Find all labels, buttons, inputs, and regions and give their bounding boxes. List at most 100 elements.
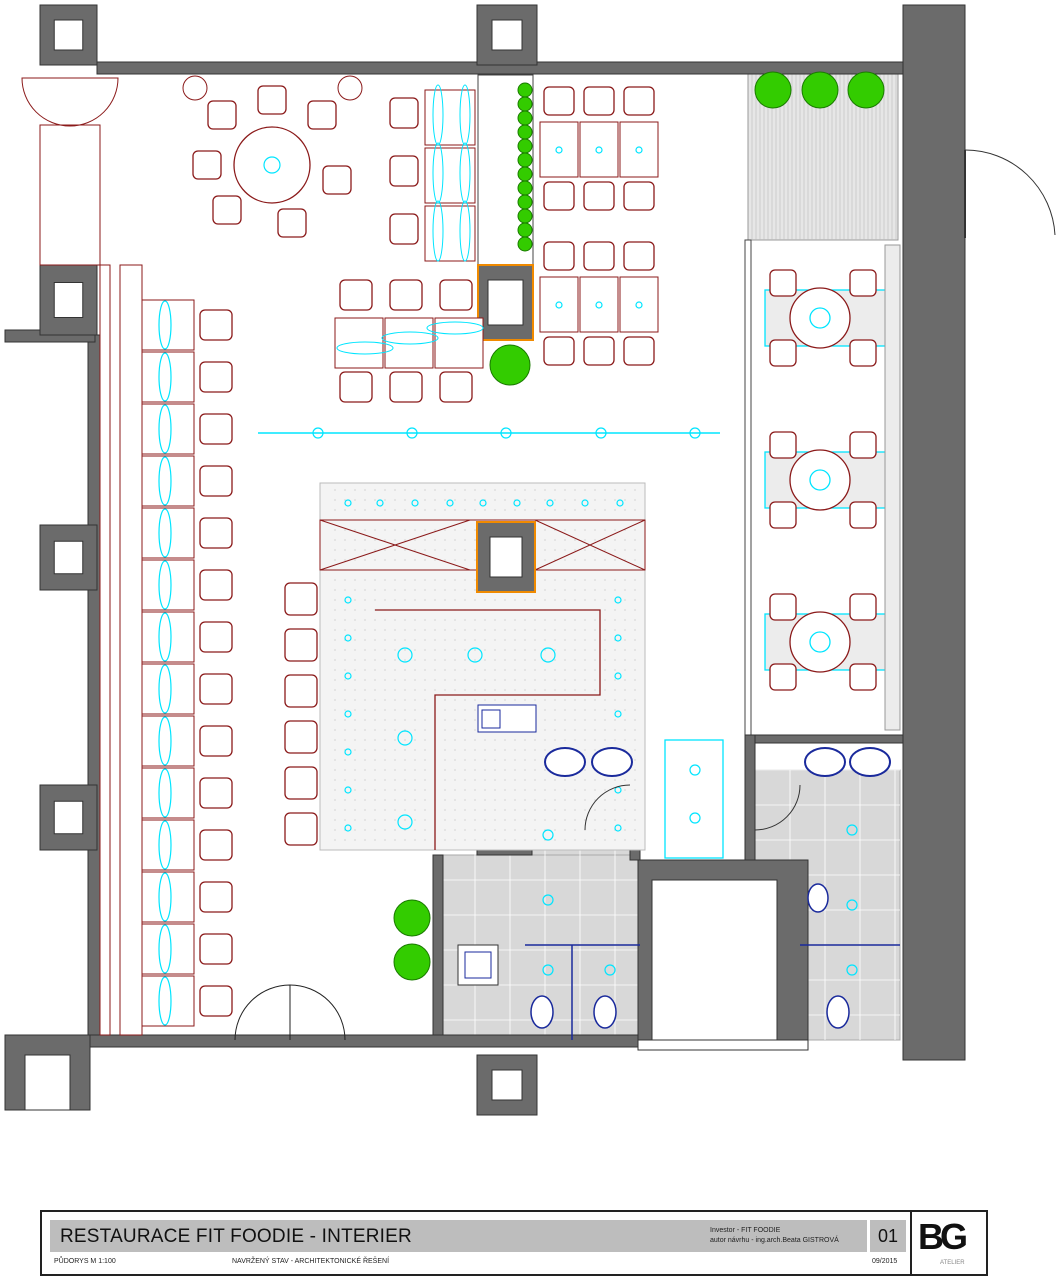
column-core [487,279,524,326]
investor-info: Investor - FIT FOODIE autor návrhu - ing… [710,1226,839,1246]
floor-texture [564,729,566,731]
floor-texture [524,679,526,681]
floor-texture [494,779,496,781]
floor-texture [354,589,356,591]
floor-texture [354,829,356,831]
floor-texture [364,839,366,841]
floor-texture [634,829,636,831]
floor-texture [344,609,346,611]
floor-texture [594,529,596,531]
plant-icon [801,71,839,109]
floor-texture [404,789,406,791]
floor-texture [384,809,386,811]
floor-texture [544,559,546,561]
floor-texture [424,779,426,781]
floor-texture [574,589,576,591]
floor-texture [494,489,496,491]
floor-texture [604,719,606,721]
chair [583,336,615,366]
floor-texture [514,689,516,691]
floor-texture [564,649,566,651]
banquette-seat [119,264,143,1036]
floor-texture [554,509,556,511]
floor-texture [614,799,616,801]
light-fixture [616,499,624,507]
floor-texture [614,649,616,651]
floor-texture [554,779,556,781]
floor-texture [514,509,516,511]
floor-texture [584,729,586,731]
chair [212,195,242,225]
floor-texture [584,799,586,801]
floor-texture [624,809,626,811]
floor-texture [514,679,516,681]
floor-texture [494,759,496,761]
pendant-light [336,341,394,355]
floor-texture [394,589,396,591]
floor-texture [464,499,466,501]
floor-texture [394,799,396,801]
floor-texture [454,709,456,711]
floor-texture [424,629,426,631]
floor-texture [374,539,376,541]
plant-icon [393,943,431,981]
floor-texture [594,789,596,791]
floor-texture [544,549,546,551]
floor-texture [604,819,606,821]
floor-texture [384,659,386,661]
floor-texture [434,509,436,511]
floor-texture [594,549,596,551]
floor-texture [594,749,596,751]
floor-texture [474,679,476,681]
light-fixture [446,499,454,507]
floor-texture [544,639,546,641]
floor-texture [584,779,586,781]
floor-texture [394,779,396,781]
pendant-light [432,84,444,146]
floor-texture [344,659,346,661]
floor-texture [624,509,626,511]
floor-texture [514,779,516,781]
floor-texture [414,769,416,771]
floor-texture [334,659,336,661]
floor-texture [604,579,606,581]
floor-texture [534,669,536,671]
floor-texture [544,709,546,711]
floor-texture [464,759,466,761]
chair [199,569,233,601]
floor-texture [594,589,596,591]
floor-texture [444,729,446,731]
floor-texture [364,509,366,511]
floor-texture [354,529,356,531]
floor-texture [334,779,336,781]
floor-texture [334,689,336,691]
floor-texture [624,819,626,821]
floor-texture [344,679,346,681]
floor-texture [594,639,596,641]
table [141,299,195,351]
floor-texture [464,709,466,711]
banquette [99,264,111,1036]
floor-texture [474,769,476,771]
chair [199,829,233,861]
floor-texture [564,489,566,491]
floor-texture [454,699,456,701]
bottom-wall [4,1034,641,1048]
floor-texture [374,759,376,761]
floor-texture [474,839,476,841]
floor-texture [504,799,506,801]
pendant-light [459,84,471,146]
floor-texture [364,729,366,731]
light-fixture [344,710,352,718]
floor-texture [454,629,456,631]
floor-texture [404,779,406,781]
floor-texture [384,579,386,581]
floor-texture [344,649,346,651]
floor-texture [364,559,366,561]
floor-texture [504,629,506,631]
floor-texture [604,589,606,591]
floor-texture [354,609,356,611]
floor-texture [404,599,406,601]
floor-texture [604,729,606,731]
floor-texture [584,539,586,541]
